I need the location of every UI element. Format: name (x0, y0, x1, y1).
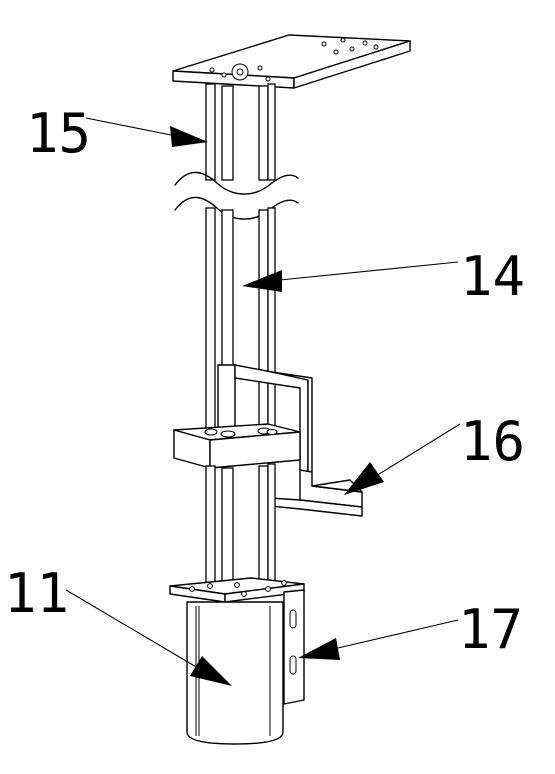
callout-15: 15 (26, 102, 208, 165)
break-lines (174, 171, 299, 220)
guide-rods-lower (205, 463, 276, 587)
motor-body (186, 601, 284, 745)
callout-label-16: 16 (460, 410, 525, 473)
lower-mounting-plate (169, 577, 305, 603)
callout-17: 17 (298, 598, 523, 661)
callout-11: 11 (4, 562, 232, 686)
callout-label-17: 17 (458, 598, 523, 661)
callout-14: 14 (242, 245, 525, 308)
side-bracket (283, 589, 305, 705)
callout-label-14: 14 (460, 245, 525, 308)
guide-rods-upper (205, 83, 276, 181)
callout-label-15: 15 (26, 102, 91, 165)
top-mounting-plate (172, 34, 411, 89)
callout-label-11: 11 (4, 562, 69, 625)
guide-rods-middle (205, 207, 276, 433)
callout-16: 16 (344, 410, 525, 495)
